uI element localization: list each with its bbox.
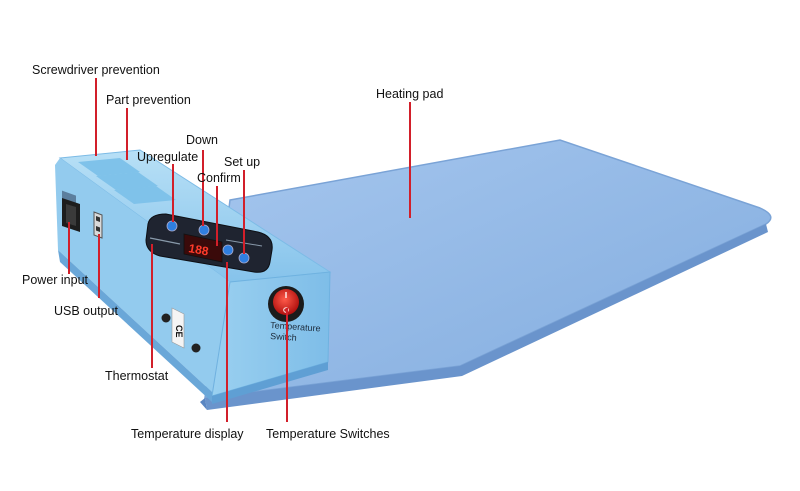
leader-temperature-switches: [286, 308, 288, 422]
leader-power-input: [68, 222, 70, 274]
ce-mark-text: CE: [174, 325, 184, 338]
heating-pad: [200, 139, 772, 410]
label-part-prevention: Part prevention: [106, 93, 191, 107]
label-heating-pad: Heating pad: [376, 87, 444, 101]
label-temperature-switches: Temperature Switches: [266, 427, 390, 441]
control-panel: 188: [145, 213, 273, 273]
label-power-input: Power input: [22, 273, 89, 287]
label-down: Down: [186, 133, 218, 147]
temperature-display-digits: 188: [187, 241, 209, 258]
leader-screwdriver-prevention: [95, 78, 97, 156]
control-body: [55, 149, 332, 404]
label-confirm: Confirm: [197, 171, 241, 185]
label-temperature-display: Temperature display: [131, 427, 244, 441]
leader-thermostat: [151, 244, 153, 368]
label-set-up: Set up: [224, 155, 261, 169]
temperature-switch[interactable]: [268, 286, 304, 322]
switch-label-line2: Switch: [270, 331, 297, 343]
confirm-button[interactable]: [222, 244, 234, 256]
thermostat-connector-icon: [161, 313, 171, 323]
thermostat-connector-icon: [191, 343, 201, 353]
leader-upregulate: [172, 164, 174, 222]
label-thermostat: Thermostat: [105, 369, 169, 383]
leader-temperature-display: [226, 262, 228, 422]
switch-label-line1: Temperature: [270, 320, 321, 334]
leader-usb-output: [98, 234, 100, 298]
ce-mark: CE: [171, 307, 185, 349]
label-upregulate: Upregulate: [137, 150, 199, 164]
power-input-socket: [62, 198, 80, 232]
leader-down: [202, 150, 204, 226]
set-up-button[interactable]: [238, 252, 250, 264]
label-screwdriver-prevention: Screwdriver prevention: [32, 63, 160, 77]
upregulate-button[interactable]: [166, 220, 178, 232]
leader-confirm: [216, 186, 218, 246]
leader-heating-pad: [409, 102, 411, 218]
down-button[interactable]: [198, 224, 210, 236]
leader-part-prevention: [126, 108, 128, 160]
label-usb-output: USB output: [54, 304, 118, 318]
leader-set-up: [243, 170, 245, 254]
usb-port: [93, 211, 103, 239]
